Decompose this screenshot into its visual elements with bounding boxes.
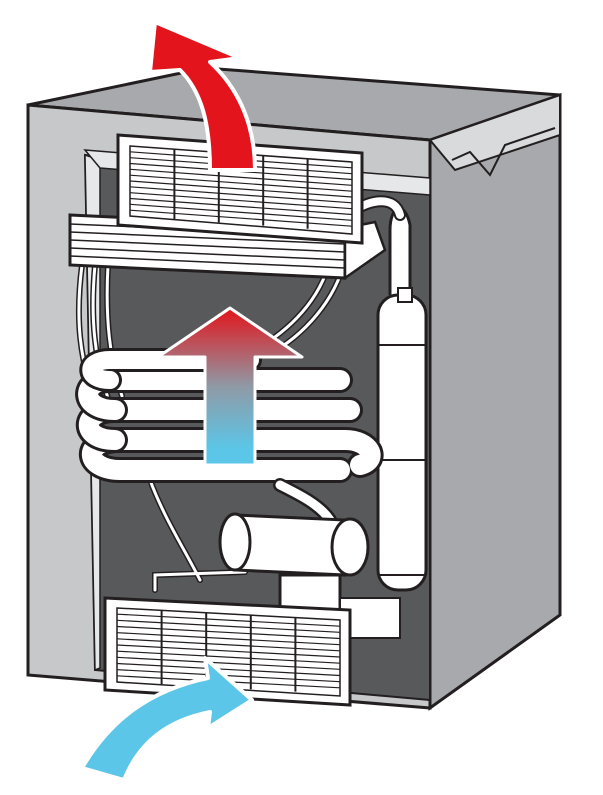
grille-slat — [129, 186, 353, 204]
absorber-tank — [376, 287, 428, 592]
grille-slat — [129, 209, 353, 227]
grille-slat — [129, 168, 353, 186]
bottom-vent-grille — [103, 596, 352, 707]
grille-slat — [116, 613, 341, 627]
grille-slat — [116, 638, 341, 652]
cabinet-top-groove — [451, 127, 556, 177]
grille-slat — [129, 192, 353, 210]
grille-slat — [116, 656, 341, 670]
grille-slat — [129, 174, 353, 192]
gradient-arrow-up-icon — [156, 306, 304, 467]
condenser-coils — [75, 348, 384, 483]
boiler-unit — [218, 478, 401, 639]
grille-slat — [116, 625, 341, 640]
cabinet-top-lip — [428, 93, 561, 172]
grille-slat — [116, 619, 341, 633]
grille-slat — [116, 632, 341, 646]
grille-slat — [129, 180, 353, 198]
curved-arrow-up-right-icon — [80, 656, 254, 782]
grille-slat — [116, 669, 341, 683]
cabinet-right-side — [428, 92, 562, 711]
grille-slat — [129, 203, 353, 221]
grille-slat — [116, 644, 341, 658]
grille-slat — [116, 650, 341, 664]
grille-slat — [116, 662, 341, 677]
top-vent-grille — [116, 133, 364, 245]
grille-slat — [129, 197, 353, 216]
curved-arrow-up-right-icon — [148, 20, 257, 172]
